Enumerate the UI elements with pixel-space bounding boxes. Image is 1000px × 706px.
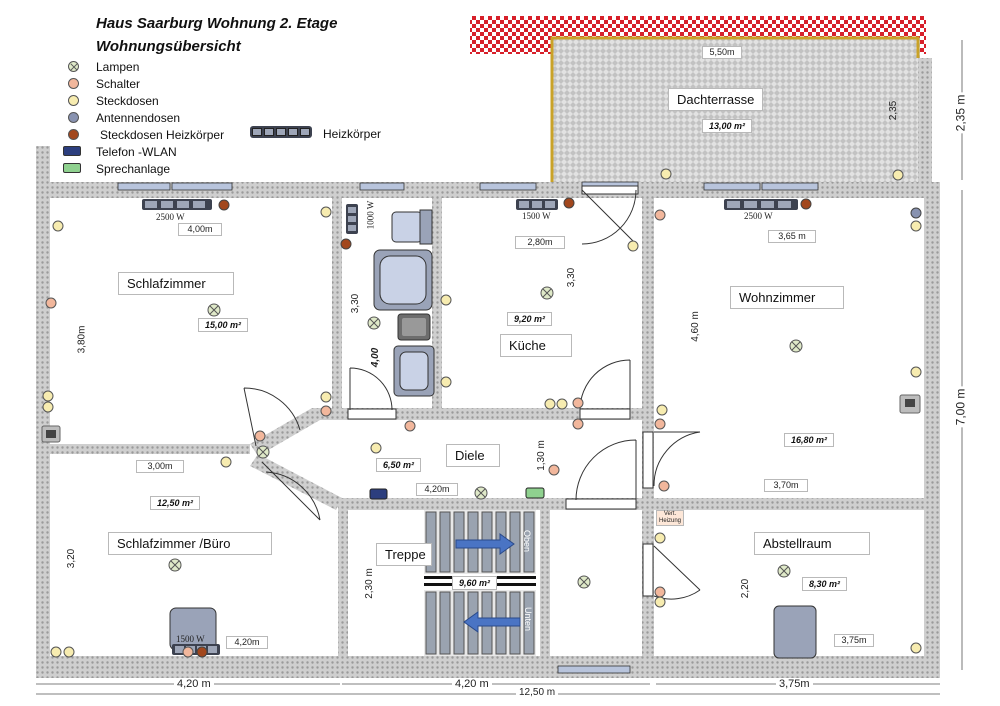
- bath-depth: 3,30: [350, 293, 362, 314]
- antenna-socket-icons: [910, 207, 922, 219]
- intercom-icon: [525, 487, 545, 499]
- outer-wall-bottom: [36, 656, 940, 678]
- switch-icon: [68, 78, 79, 89]
- tv-antenna-box-icon: [905, 399, 915, 407]
- room-name-bedroom: Schlafzimmer: [118, 272, 234, 295]
- doors: [243, 185, 701, 600]
- heater-watt-bath: 1000 W: [365, 200, 376, 230]
- room-area-office: 12,50 m²: [150, 496, 201, 510]
- room-name-office: Schlafzimmer /Büro: [108, 532, 272, 555]
- heater-socket-icon: [68, 129, 79, 140]
- kitchen-width: 2,80m: [515, 236, 565, 249]
- wall-living-left: [642, 198, 654, 656]
- living-width: 3,65 m: [768, 230, 816, 243]
- room-name-hall: Diele: [446, 444, 500, 467]
- wall-stairs-right: [540, 498, 550, 656]
- room-area-stairs: 9,60 m²: [452, 576, 498, 590]
- kitchen-depth: 3,30: [566, 267, 578, 288]
- terrace-railing: [550, 36, 920, 182]
- bedroom-width: 4,00m: [178, 223, 222, 236]
- office-depth: 3,20: [66, 548, 78, 569]
- stairs-down-arrow: [463, 611, 521, 633]
- terrace-depth: 2,35: [888, 100, 900, 121]
- outer-wall-right: [924, 182, 940, 678]
- bathroom-fixtures: [373, 209, 435, 397]
- office-width: 3,00m: [136, 460, 184, 473]
- room-area-hall: 6,50 m²: [376, 458, 422, 472]
- heater-watt-kitchen: 1500 W: [522, 211, 551, 221]
- storage-width: 3,70m: [764, 479, 808, 492]
- window: [703, 182, 761, 191]
- room-area-kitchen: 9,20 m²: [507, 312, 553, 326]
- stairs-down-label: Unten: [523, 606, 534, 632]
- plan-subtitle: Wohnungsübersicht: [96, 38, 241, 55]
- office-width-bottom: 4,20m: [226, 636, 268, 649]
- dim-bottom-left: 4,20 m: [174, 678, 214, 690]
- room-area-living: 16,80 m²: [784, 433, 835, 447]
- window: [479, 182, 537, 191]
- window: [171, 182, 233, 191]
- wall-storage-top: [654, 498, 924, 510]
- heater-watt-office: 1500 W: [176, 634, 205, 644]
- stairs-depth: 2,30 m: [363, 568, 375, 599]
- wall-bath-left: [332, 198, 342, 410]
- socket-icon: [68, 95, 79, 106]
- window: [359, 182, 405, 191]
- antenna-socket-icon: [68, 112, 79, 123]
- room-name-stairs: Treppe: [376, 543, 432, 566]
- tv-antenna-box-icon: [46, 430, 56, 438]
- outer-wall-left: [36, 146, 50, 678]
- dim-right-terrace: 2,35 m: [953, 92, 968, 134]
- phone-wlan-icon: [63, 146, 81, 156]
- room-name-living: Wohnzimmer: [730, 286, 844, 309]
- intercom-icon: [63, 163, 81, 173]
- window: [557, 665, 631, 674]
- staircase: [424, 510, 536, 656]
- phone-wlan-icon: [369, 488, 388, 500]
- heating-distributor: Vert. Heizung: [656, 510, 684, 526]
- lamp-icon: [68, 61, 79, 72]
- heater-watt-living: 2500 W: [744, 211, 773, 221]
- wall-diag-upper: [250, 408, 320, 456]
- storage-tank: [773, 605, 817, 659]
- dim-right-main: 7,00 m: [953, 386, 968, 428]
- legend-heater-label: Heizkörper: [323, 127, 382, 141]
- window: [117, 182, 171, 191]
- hall-depth: 1,30 m: [535, 440, 547, 471]
- stairs-up-label: Oben: [522, 529, 533, 553]
- wall-stairs-left: [338, 498, 348, 656]
- wall-bedrooms: [50, 444, 250, 454]
- socket-icons: [42, 168, 922, 658]
- terrace-wall-right: [918, 58, 932, 182]
- room-area-bedroom: 15,00 m²: [198, 318, 249, 332]
- heater-watt-bedroom: 2500 W: [156, 212, 185, 222]
- plan-title: Haus Saarburg Wohnung 2. Etage: [96, 15, 338, 32]
- dim-bottom-mid: 4,20 m: [452, 678, 492, 690]
- switch-icons: [45, 209, 670, 658]
- terrace-width: 5,50m: [702, 46, 742, 59]
- bath-width: 4,00: [370, 347, 382, 368]
- dim-bottom-right: 3,75m: [776, 678, 813, 690]
- living-depth: 4,60 m: [689, 311, 701, 342]
- window: [761, 182, 819, 191]
- heater-socket-icons: [196, 197, 812, 658]
- stairs-up-arrow: [455, 533, 515, 555]
- storage-width-bottom: 3,75m: [834, 634, 874, 647]
- bedroom-depth: 3,80m: [76, 325, 88, 354]
- room-name-storage: Abstellraum: [754, 532, 870, 555]
- lamp-icons: [168, 286, 803, 589]
- room-name-kitchen: Küche: [500, 334, 572, 357]
- storage-depth: 2,20: [740, 578, 752, 599]
- wall-bath-kitchen: [432, 198, 442, 410]
- dim-total-width: 12,50 m: [516, 687, 559, 698]
- room-area-storage: 8,30 m²: [802, 577, 848, 591]
- legend-heater-icon: [250, 126, 312, 138]
- room-name-terrace: Dachterrasse: [668, 88, 764, 111]
- room-area-terrace: 13,00 m²: [702, 119, 753, 133]
- hall-width: 4,20m: [416, 483, 458, 496]
